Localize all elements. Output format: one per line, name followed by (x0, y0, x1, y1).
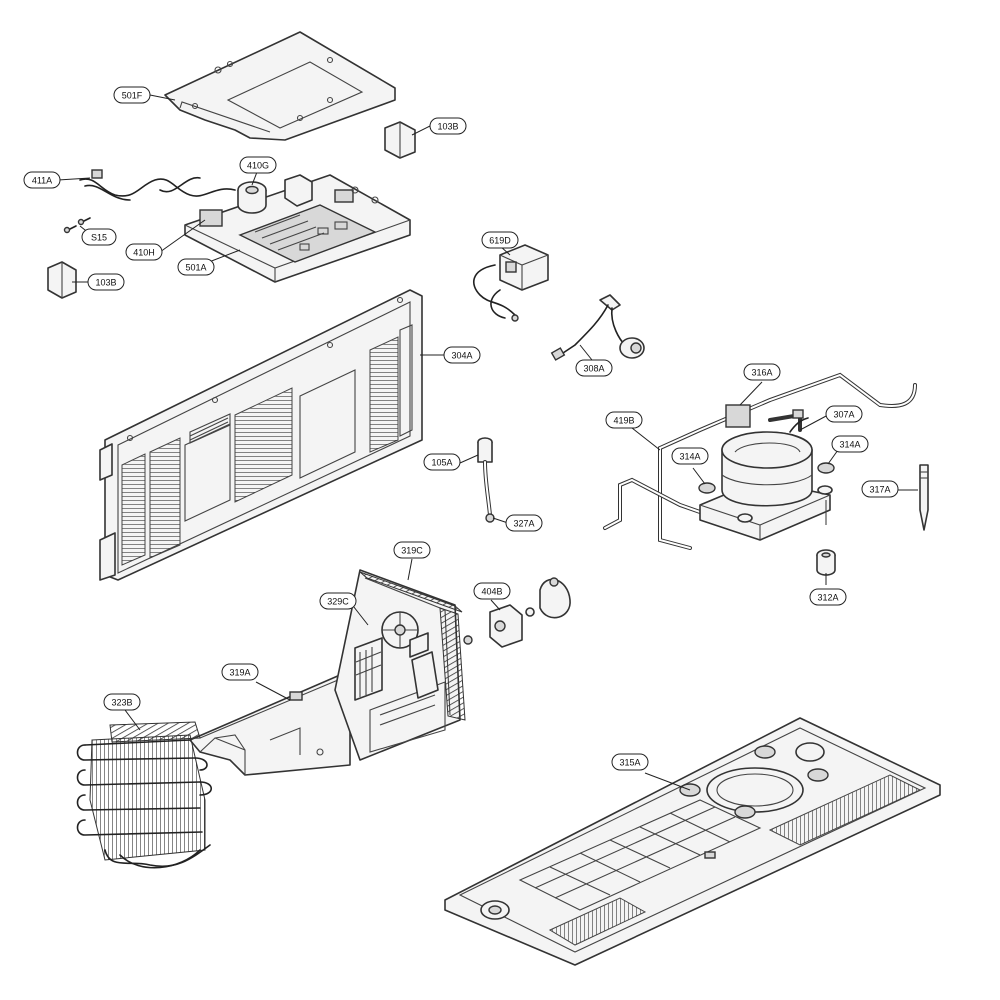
control-box-part (184, 174, 411, 283)
callout-103B-bottom: 103B (87, 273, 125, 291)
callout-label: 501A (185, 263, 206, 273)
grommet-part (816, 549, 836, 576)
callout-label: 307A (833, 410, 854, 420)
callout-315A: 315A (611, 753, 649, 771)
callout-404B: 404B (473, 582, 511, 600)
callout-105A: 105A (423, 453, 461, 471)
evaporator-coil-part (76, 721, 213, 869)
callout-label: 308A (583, 364, 604, 374)
callout-410G: 410G (239, 156, 277, 174)
callout-323B: 323B (103, 693, 141, 711)
callout-419B: 419B (605, 411, 643, 429)
fan-shroud-part (334, 569, 466, 761)
callout-label: 314A (679, 452, 700, 462)
fan-motor-part (463, 577, 571, 648)
callout-label: 411A (32, 176, 52, 186)
callout-label: 314A (839, 440, 860, 450)
callout-label: 419B (613, 416, 634, 426)
callout-label: 619D (489, 236, 511, 246)
callout-label: 304A (451, 351, 472, 361)
capacitor-part (237, 174, 313, 214)
rear-panel-part (99, 289, 423, 581)
callout-label: 404B (481, 587, 502, 597)
callout-label: 501F (122, 91, 143, 101)
callout-label: 316A (751, 368, 772, 378)
control-box-cover-part (164, 31, 396, 141)
power-cord-part (79, 169, 236, 201)
callout-319A: 319A (221, 663, 259, 681)
callout-501A: 501A (177, 258, 215, 276)
callout-329C: 329C (319, 592, 357, 610)
base-pan-part (444, 717, 941, 966)
callout-411A: 411A (23, 171, 61, 189)
relay-part (472, 244, 549, 322)
evaporator-housing-part (189, 674, 351, 776)
bracket-top-part (384, 121, 416, 159)
callout-label: 103B (95, 278, 116, 288)
leader-lines (57, 94, 918, 791)
drain-hose-part (477, 437, 495, 523)
callout-label: 315A (619, 758, 640, 768)
callout-label: 317A (869, 485, 890, 495)
callout-410H: 410H (125, 243, 163, 261)
callout-319C: 319C (393, 541, 431, 559)
callout-label: 410G (247, 161, 269, 171)
callout-317A: 317A (861, 480, 899, 498)
pin-part (919, 464, 929, 531)
overload-harness-part (550, 294, 645, 361)
callout-619D: 619D (481, 231, 519, 249)
callout-304A: 304A (443, 346, 481, 364)
callout-label: 329C (327, 597, 349, 607)
callout-S15: S15 (81, 228, 117, 246)
callout-308A: 308A (575, 359, 613, 377)
callout-label: 319C (401, 546, 423, 556)
callout-label: 327A (513, 519, 534, 529)
callout-312A: 312A (809, 588, 847, 606)
callout-501F: 501F (113, 86, 151, 104)
callout-label: 410H (133, 248, 155, 258)
callout-314A-left: 314A (671, 447, 709, 465)
bracket-bottom-part (47, 261, 77, 299)
callout-103B-top: 103B (429, 117, 467, 135)
callout-label: 319A (229, 668, 250, 678)
compressor-assembly-part (603, 372, 917, 550)
screws-part (63, 217, 91, 234)
callout-label: 103B (437, 122, 458, 132)
callout-label: 312A (817, 593, 838, 603)
callout-316A: 316A (743, 363, 781, 381)
callout-label: 323B (111, 698, 132, 708)
callout-label: S15 (91, 233, 107, 243)
callout-307A: 307A (825, 405, 863, 423)
callout-label: 105A (431, 458, 452, 468)
callout-327A: 327A (505, 514, 543, 532)
callout-314A-right: 314A (831, 435, 869, 453)
